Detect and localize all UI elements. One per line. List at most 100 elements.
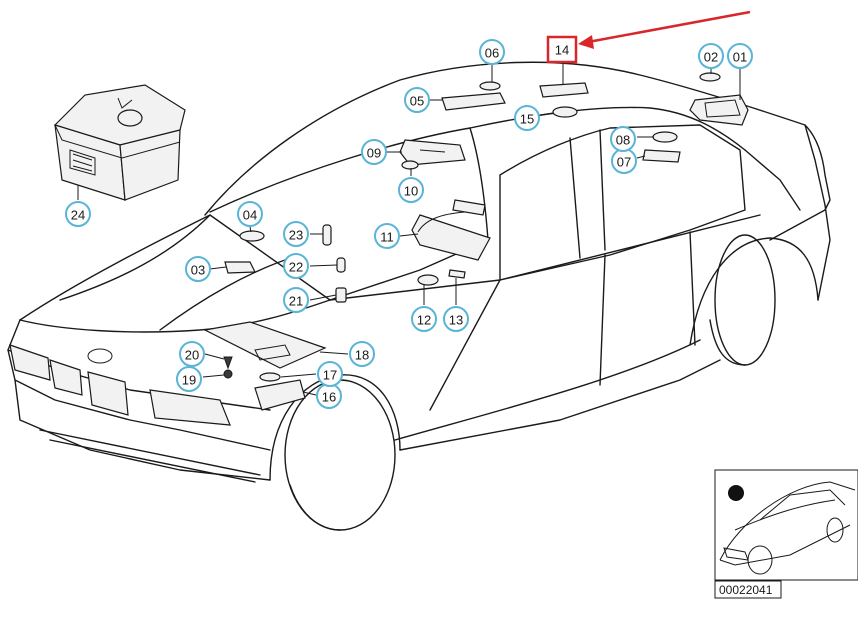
part-12-illustration [417, 274, 439, 286]
callout-circle [443, 306, 469, 332]
callout-circle [361, 139, 387, 165]
callout-circle [411, 306, 437, 332]
callout-23[interactable]: 23 [283, 221, 309, 247]
part-11-illustration [411, 214, 491, 261]
callout-24[interactable]: 24 [65, 201, 91, 227]
callout-label: 05 [410, 94, 424, 109]
callout-01[interactable]: 01 [727, 43, 753, 69]
callout-label: 01 [733, 50, 747, 65]
callout-label: 19 [182, 373, 196, 388]
part-05-illustration [441, 92, 506, 111]
callout-label: 12 [417, 313, 431, 328]
callout-circle [727, 43, 753, 69]
callout-16[interactable]: 16 [316, 383, 342, 409]
callout-label: 18 [355, 348, 369, 363]
callout-label: 15 [520, 112, 534, 127]
part-13-illustration [448, 269, 466, 279]
callout-label: 13 [449, 313, 463, 328]
callout-02[interactable]: 02 [698, 43, 724, 69]
callout-label: 06 [485, 46, 499, 61]
callout-label: 22 [289, 260, 303, 275]
callout-07[interactable]: 07 [611, 148, 637, 174]
callout-04[interactable]: 04 [237, 201, 263, 227]
callout-22[interactable]: 22 [283, 253, 309, 279]
callout-10[interactable]: 10 [398, 177, 424, 203]
reference-number-box [714, 580, 782, 599]
callout-label: 20 [185, 348, 199, 363]
callout-label: 17 [323, 368, 337, 383]
callout-circle [514, 105, 540, 131]
reference-number: 00022041 [719, 583, 773, 597]
part-18-illustration [203, 321, 327, 369]
callout-layer: 01 02 03 04 05 06 07 08 09 10 11 12 13 15 16 17 18 19 20 21… [65, 39, 753, 409]
part-09-illustration [399, 139, 466, 166]
callout-12[interactable]: 12 [411, 306, 437, 332]
callout-circle [398, 177, 424, 203]
callout-15[interactable]: 15 [514, 105, 540, 131]
callout-label: 24 [71, 208, 85, 223]
callout-14-highlight[interactable]: 14 [546, 35, 578, 64]
part-08-illustration [652, 131, 678, 143]
callout-circle [283, 287, 309, 313]
callout-label: 10 [404, 184, 418, 199]
callout-label: 03 [191, 263, 205, 278]
callout-circle [176, 366, 202, 392]
callout-label: 02 [704, 50, 718, 65]
callout-circle [349, 341, 375, 367]
part-15-illustration [552, 106, 578, 118]
callout-circle [610, 126, 636, 152]
callout-21[interactable]: 21 [283, 287, 309, 313]
part-07-illustration [642, 149, 681, 163]
callout-03[interactable]: 03 [185, 256, 211, 282]
callout-circle [237, 201, 263, 227]
callout-20[interactable]: 20 [179, 341, 205, 367]
callout-circle [65, 201, 91, 227]
callout-label: 21 [289, 294, 303, 309]
callout-17[interactable]: 17 [317, 361, 343, 387]
callout-label: 08 [616, 133, 630, 148]
part-02-illustration [699, 72, 721, 82]
callout-circle [404, 87, 430, 113]
callout-09[interactable]: 09 [361, 139, 387, 165]
callout-circle [479, 39, 505, 65]
callout-circle [698, 43, 724, 69]
callout-14-label: 14 [555, 43, 569, 58]
callout-circle [374, 223, 400, 249]
callout-11[interactable]: 11 [374, 223, 400, 249]
callout-06[interactable]: 06 [479, 39, 505, 65]
callout-circle [283, 253, 309, 279]
part-20-illustration [223, 356, 233, 370]
callout-05[interactable]: 05 [404, 87, 430, 113]
callout-08[interactable]: 08 [610, 126, 636, 152]
part-19-illustration [223, 369, 233, 379]
callout-label: 09 [367, 146, 381, 161]
callout-19[interactable]: 19 [176, 366, 202, 392]
part-17-illustration [259, 372, 281, 382]
part-24-illustration [53, 84, 186, 201]
callout-13[interactable]: 13 [443, 306, 469, 332]
part-06-illustration [479, 81, 501, 91]
reference-thumbnail: 00022041 [714, 469, 858, 599]
part-16-illustration [254, 379, 306, 411]
part-10-illustration [401, 160, 419, 170]
callout-label: 07 [617, 155, 631, 170]
callout-label: 23 [289, 228, 303, 243]
callout-circle [283, 221, 309, 247]
part-03-illustration [224, 261, 256, 274]
callout-circle [185, 256, 211, 282]
part-04-illustration [239, 230, 265, 242]
callout-18[interactable]: 18 [349, 341, 375, 367]
callout-label: 11 [380, 230, 394, 245]
callout-circle [179, 341, 205, 367]
bulbs-21-23-illustration [322, 224, 347, 303]
leader-lines [77, 62, 741, 396]
part-14-illustration [539, 82, 589, 98]
parts [53, 72, 749, 411]
highlight-arrow [578, 10, 751, 49]
callout-label: 16 [322, 390, 336, 405]
callout-circle [317, 361, 343, 387]
thumbnail-marker-icon [728, 485, 744, 501]
callout-14-box [546, 35, 578, 64]
